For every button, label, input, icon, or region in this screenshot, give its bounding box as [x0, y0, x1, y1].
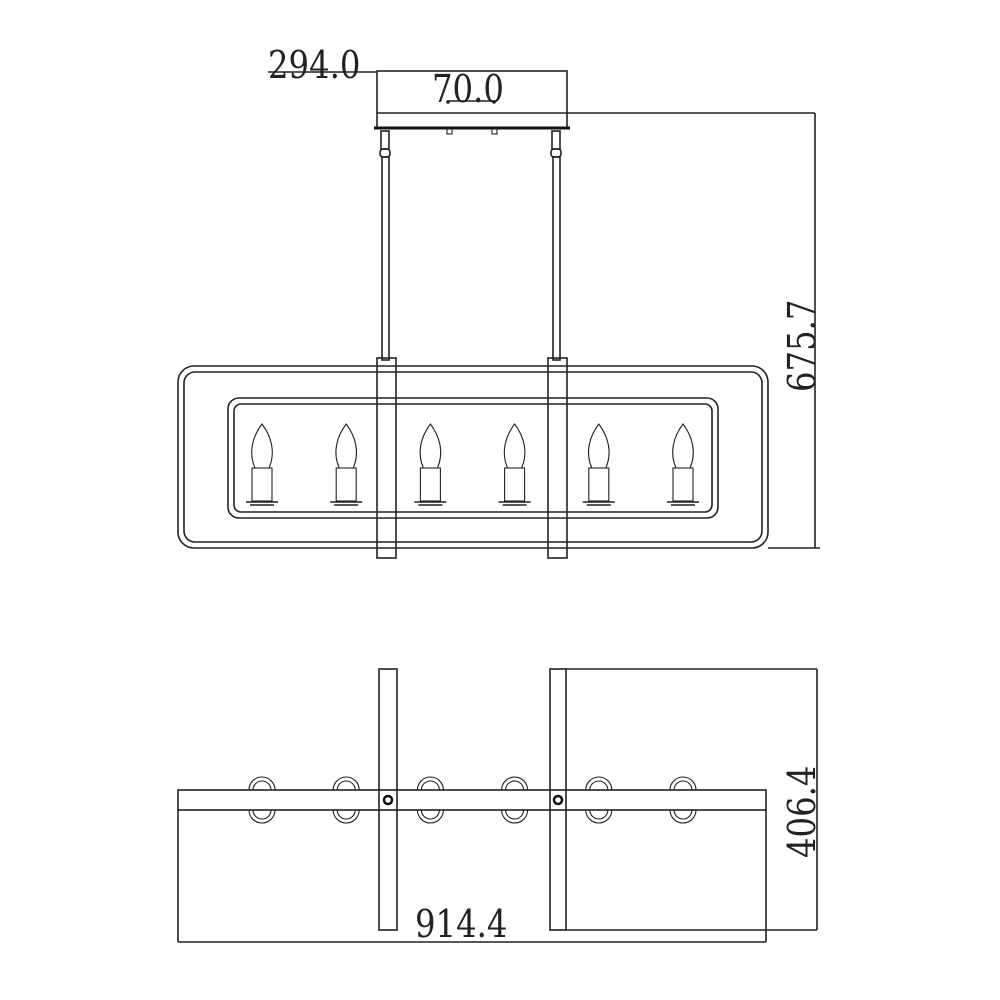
bulb-top	[669, 776, 697, 824]
suspension-rods	[376, 130, 568, 559]
bulb-top	[585, 776, 613, 824]
candle	[667, 423, 699, 506]
canopy-height-label: 70.0	[432, 67, 504, 111]
candle	[498, 423, 531, 506]
candle	[414, 423, 447, 506]
candle	[330, 423, 363, 506]
candles	[246, 423, 699, 506]
bulb-icon	[335, 423, 357, 469]
bulb-top	[248, 776, 276, 824]
canopy-width-label: 294.0	[268, 43, 361, 87]
bulb-top	[332, 776, 360, 824]
bulb-icon	[251, 423, 273, 469]
depth-label: 406.4	[780, 765, 824, 858]
overall-height-label: 675.7	[780, 299, 824, 392]
bulb-icon	[588, 423, 610, 469]
top-view	[177, 668, 818, 943]
bulb-icon	[672, 423, 694, 469]
canopy	[268, 70, 815, 135]
candle	[246, 423, 278, 506]
bulb-top	[416, 776, 444, 824]
bulb-icon	[503, 423, 526, 469]
candle	[582, 423, 615, 506]
frame	[177, 365, 769, 549]
bulb-icon	[419, 423, 442, 469]
width-label: 914.4	[415, 902, 508, 946]
bulb-top	[501, 776, 529, 824]
